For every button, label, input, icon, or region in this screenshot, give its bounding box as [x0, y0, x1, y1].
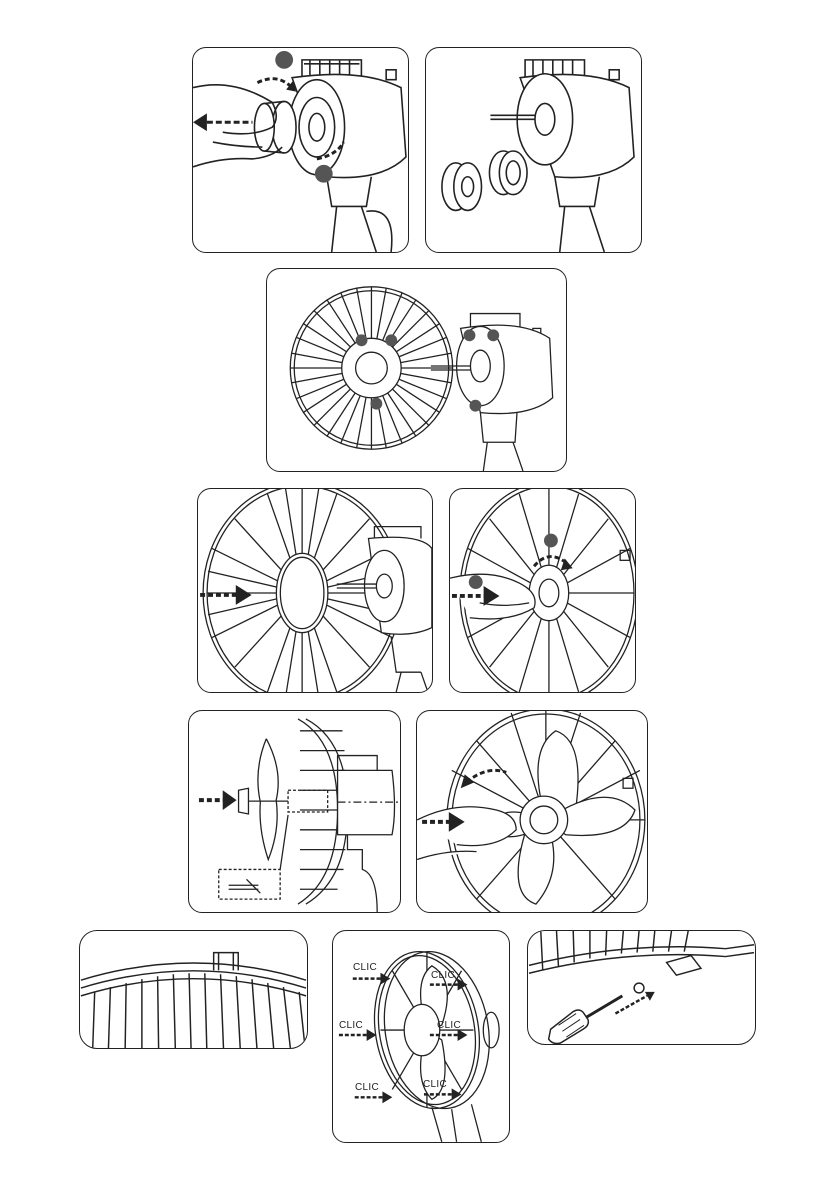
parts-removed-illustration [426, 48, 641, 252]
tighten-nut-illustration [450, 489, 635, 692]
step-marker [275, 51, 293, 69]
step-2-parts-removed-panel [425, 47, 642, 253]
screwdriver-icon [549, 996, 623, 1044]
step-marker [315, 165, 333, 183]
step-5-tighten-nut-panel [449, 488, 636, 693]
step-1-remove-spinner-panel [192, 47, 409, 253]
rear-guard-alignment-illustration [267, 269, 566, 471]
clic-label: CLIC [353, 962, 377, 973]
alignment-marker [469, 400, 481, 412]
blade-exploded-illustration [189, 711, 400, 912]
alignment-marker [370, 398, 382, 410]
step-6-blade-assembly-panel [188, 710, 401, 913]
alignment-marker [385, 334, 397, 346]
clic-label: CLIC [355, 1082, 379, 1093]
alignment-marker [356, 334, 368, 346]
step-8-guard-clip-detail-panel [79, 930, 308, 1049]
step-marker [544, 534, 558, 548]
step-9-clip-guards-panel: CLIC CLIC CLIC CLIC CLIC CLIC [332, 930, 510, 1143]
fix-blade-illustration [417, 711, 647, 912]
alignment-marker [464, 329, 476, 341]
guard-clip-detail-illustration [80, 931, 307, 1048]
step-4-mount-guard-panel [197, 488, 433, 693]
step-3-rear-guard-panel [266, 268, 567, 472]
clic-label: CLIC [437, 1020, 461, 1031]
alignment-marker [487, 329, 499, 341]
clic-label: CLIC [423, 1079, 447, 1090]
step-10-screw-panel [527, 930, 756, 1045]
mount-guard-illustration [198, 489, 432, 692]
screw-fix-illustration [528, 931, 755, 1044]
clic-label: CLIC [431, 970, 455, 981]
step-7-fix-blade-panel [416, 710, 648, 913]
clic-label: CLIC [339, 1020, 363, 1031]
step-marker [469, 575, 483, 589]
motor-unscrew-illustration [193, 48, 408, 252]
